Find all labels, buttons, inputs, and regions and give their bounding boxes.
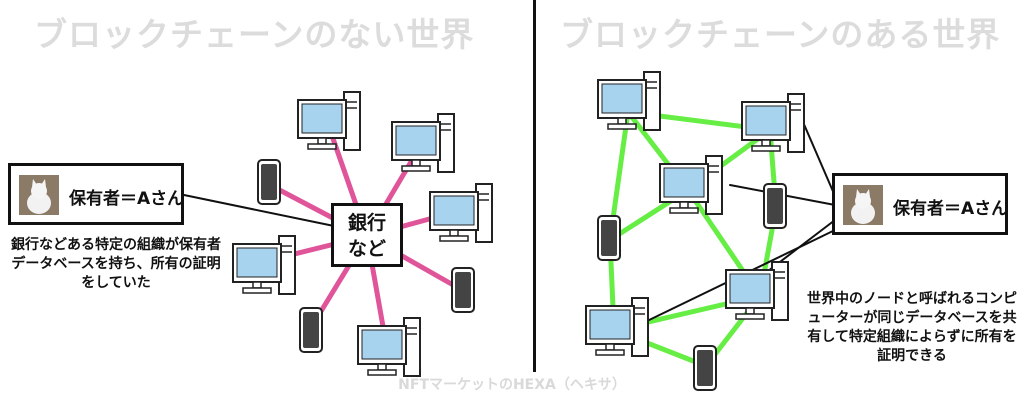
desktop-computer-icon: [232, 235, 296, 295]
callout-line-left: [183, 194, 335, 227]
desktop-computer-icon: [741, 93, 805, 153]
right-panel-title: ブロックチェーンのある世界: [560, 15, 1001, 54]
owner-box-right: 保有者＝Aさん: [832, 173, 1008, 235]
left-caption: 銀行などある特定の組織が保有者データベースを持ち、所有の証明をしていた: [11, 237, 221, 291]
bank-box: 銀行 など: [331, 203, 403, 267]
desktop-computer-icon: [391, 113, 455, 173]
smartphone-icon: [763, 183, 787, 229]
desktop-computer-icon: [297, 91, 361, 151]
smartphone-icon: [257, 159, 281, 205]
right-caption: 世界中のノードと呼ばれるコンピューターが同じデータベースを共有して特定組織によら…: [807, 291, 1017, 364]
cat-avatar-icon: [843, 185, 883, 225]
bank-label-line1: 銀行: [347, 212, 386, 234]
desktop-computer-icon: [357, 317, 421, 377]
smartphone-icon: [451, 267, 475, 313]
bank-label-line2: など: [347, 238, 386, 260]
panel-divider: [533, 0, 536, 372]
desktop-computer-icon: [597, 71, 661, 131]
owner-label-right: 保有者＝Aさん: [893, 199, 1009, 219]
desktop-computer-icon: [585, 297, 649, 357]
desktop-computer-icon: [659, 155, 723, 215]
smartphone-icon: [299, 307, 323, 353]
left-panel-title: ブロックチェーンのない世界: [34, 15, 475, 54]
smartphone-icon: [597, 215, 621, 261]
devices: [232, 71, 805, 391]
cat-avatar-icon: [19, 175, 59, 215]
callout-line-right: [802, 121, 836, 197]
desktop-computer-icon: [725, 261, 789, 321]
owner-box-left: 保有者＝Aさん: [8, 163, 184, 225]
smartphone-icon: [693, 345, 717, 391]
owner-label-left: 保有者＝Aさん: [69, 189, 185, 209]
desktop-computer-icon: [429, 183, 493, 243]
footer-credit: NFTマーケットのHEXA（ヘキサ）: [398, 377, 626, 393]
